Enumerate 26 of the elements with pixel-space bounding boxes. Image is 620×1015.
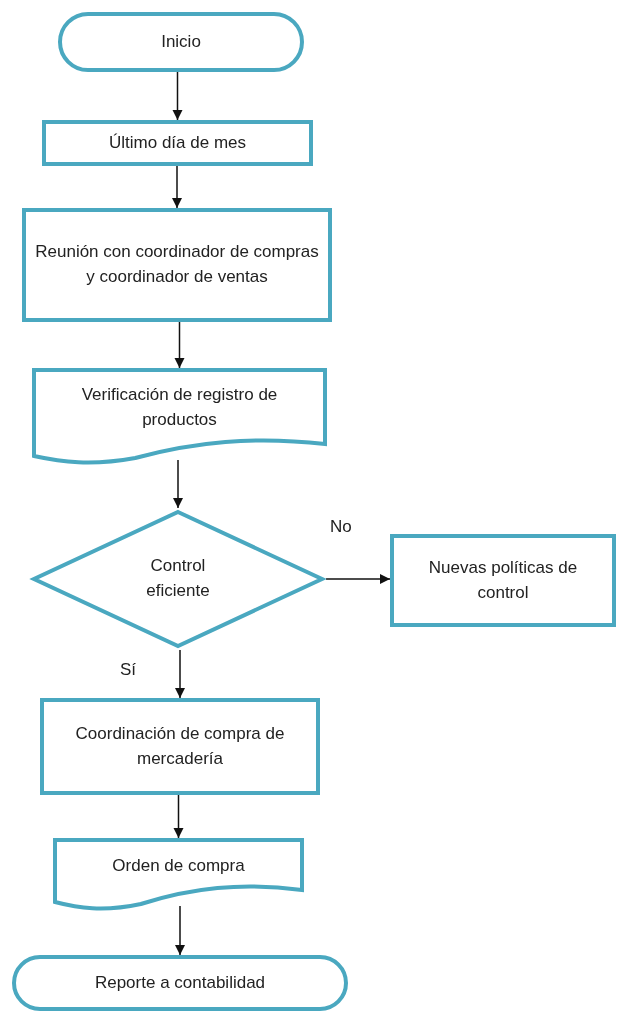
step-text: Coordinación de compra de mercadería <box>74 722 286 770</box>
process-box <box>22 208 332 322</box>
process-box <box>42 120 313 166</box>
arrow <box>171 165 183 209</box>
arrow <box>174 321 185 369</box>
arrow <box>174 649 186 699</box>
step-text: Inicio <box>161 30 201 53</box>
arrow <box>174 905 186 956</box>
terminal-shape <box>12 955 348 1011</box>
process-box <box>40 698 320 795</box>
step-text: Reunión con coordinador de compras y coordinador de ventas <box>34 241 320 288</box>
step-text: Verificación de registro de productos <box>80 384 279 431</box>
step-text: Reporte a contabilidad <box>94 971 266 994</box>
step-text: Control eficiente <box>145 555 211 602</box>
terminal-shape <box>58 12 304 72</box>
arrow <box>173 794 184 839</box>
step-text: Último día de mes <box>109 131 246 154</box>
process-box <box>390 534 616 627</box>
arrow <box>172 71 183 121</box>
decision-diamond <box>30 508 326 650</box>
document-shape <box>32 368 327 466</box>
step-text: Orden de compra <box>112 854 245 877</box>
arrow <box>172 459 184 509</box>
step-text: Nuevas políticas de control <box>427 556 579 604</box>
arrow <box>325 573 391 585</box>
document-shape <box>53 838 304 912</box>
